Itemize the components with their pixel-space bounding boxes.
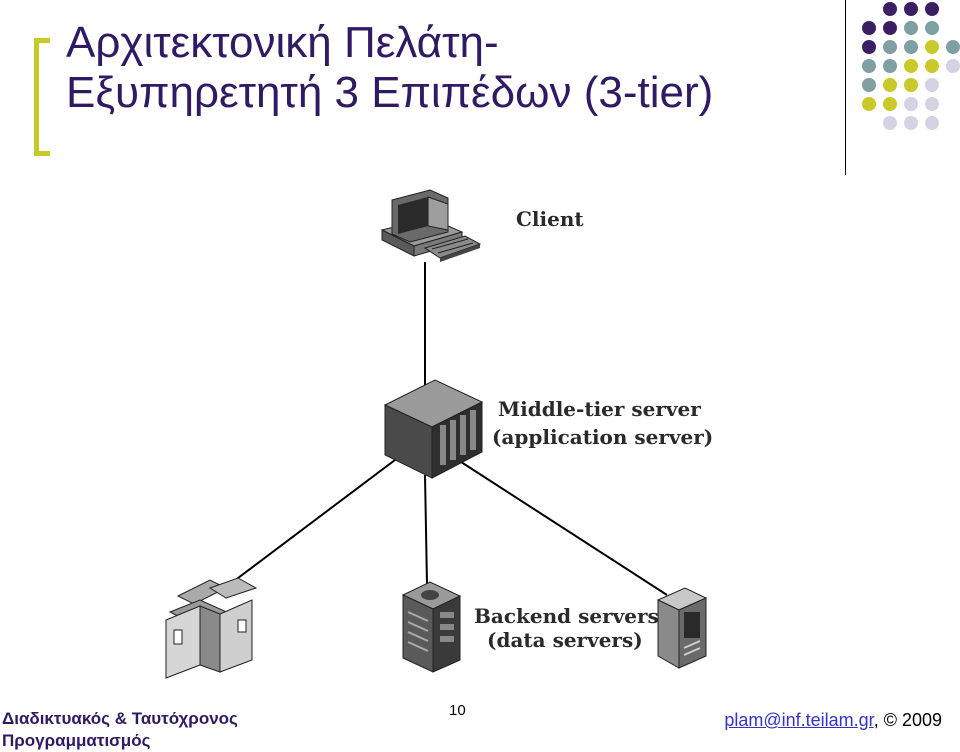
middle-tier-label-line1: Middle-tier server bbox=[498, 397, 701, 421]
backend-mainframe-icon bbox=[166, 578, 256, 678]
backend-tower-server-icon bbox=[403, 582, 460, 672]
footer-contact: plam@inf.teilam.gr, © 2009 bbox=[724, 710, 942, 731]
middle-backend-left-link bbox=[222, 460, 395, 590]
course-name: Διαδικτυακός & Ταυτόχρονος Προγραμματισμ… bbox=[2, 708, 238, 752]
client-label: Client bbox=[516, 207, 584, 231]
backend-label-line2: (data servers) bbox=[487, 628, 643, 652]
middle-backend-right-link bbox=[458, 460, 667, 595]
course-name-line1: Διαδικτυακός & Ταυτόχρονος bbox=[2, 708, 238, 730]
middle-backend-center-link bbox=[425, 475, 427, 585]
middle-tier-label-line2: (application server) bbox=[492, 425, 713, 449]
backend-label-line1: Backend servers bbox=[474, 604, 659, 628]
middle-tier-server-icon bbox=[385, 380, 482, 478]
three-tier-diagram: Client Middle-tier server (application s… bbox=[0, 0, 960, 700]
page-number: 10 bbox=[449, 702, 466, 719]
author-email-link[interactable]: plam@inf.teilam.gr bbox=[724, 710, 873, 730]
course-name-line2: Προγραμματισμός bbox=[2, 730, 238, 752]
client-computer-icon bbox=[382, 190, 480, 262]
backend-small-server-icon bbox=[658, 588, 706, 668]
copyright-text: , © 2009 bbox=[874, 710, 942, 730]
